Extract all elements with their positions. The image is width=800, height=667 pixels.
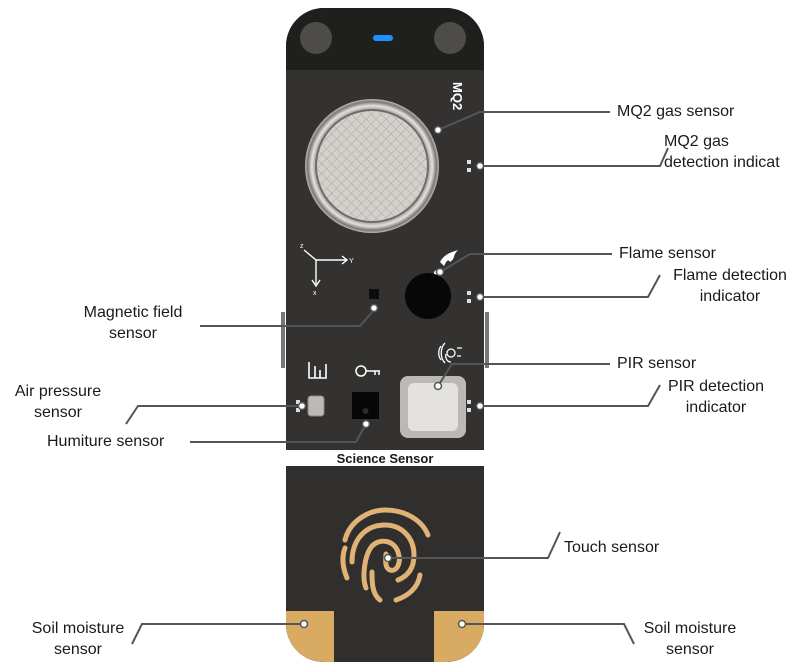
- side-slot-left: [281, 312, 285, 368]
- axis-icon: z Y x: [300, 243, 354, 297]
- humiture-chip: [352, 392, 379, 419]
- label-touch-sensor: Touch sensor: [564, 539, 660, 556]
- callout-lines: [125, 111, 669, 645]
- flame-sensor-lens: [405, 273, 451, 319]
- label-pir-sensor: PIR sensor: [617, 355, 697, 372]
- mq2-indicator-led: [467, 160, 471, 172]
- mq2-gas-sensor: [305, 99, 439, 233]
- side-slot-right: [485, 312, 489, 368]
- label-soil-moisture-right: Soil moisture sensor: [643, 620, 737, 658]
- label-humiture-sensor: Humiture sensor: [47, 433, 165, 450]
- label-air-pressure-sensor: Air pressure sensor: [14, 383, 102, 421]
- label-pir-indicator: PIR detection indicator: [667, 378, 765, 416]
- pir-indicator-led: [467, 400, 471, 412]
- label-mq2-gas-sensor: MQ2 gas sensor: [617, 103, 735, 120]
- status-led: [373, 35, 393, 41]
- soil-pad-left: [286, 611, 334, 662]
- svg-text:Y: Y: [349, 258, 354, 265]
- label-flame-sensor: Flame sensor: [619, 245, 716, 262]
- magnetic-field-chip: [369, 289, 379, 299]
- soil-pad-right: [434, 611, 484, 662]
- svg-text:x: x: [313, 290, 317, 297]
- label-mq2-gas-indicator: MQ2 gas detection indicat: [664, 133, 780, 171]
- svg-text:z: z: [300, 243, 304, 250]
- mount-hole-right: [434, 22, 466, 54]
- label-magnetic-field-sensor: Magnetic field sensor: [83, 304, 183, 342]
- air-pressure-indicator: [296, 400, 300, 412]
- humiture-icon: [355, 365, 380, 377]
- fingerprint-touch-icon: [340, 507, 431, 603]
- pir-icon: [438, 342, 462, 364]
- label-flame-indicator: Flame detection indicator: [673, 267, 787, 305]
- air-pressure-icon: [308, 362, 327, 379]
- label-soil-moisture-left: Soil moisture sensor: [31, 620, 125, 658]
- mq2-silkscreen-label: MQ2: [450, 82, 465, 110]
- flame-indicator-led: [467, 291, 471, 303]
- pir-sensor: [400, 376, 466, 438]
- board-title: Science Sensor: [337, 451, 434, 466]
- mount-hole-left: [300, 22, 332, 54]
- board-title-bar: [286, 450, 484, 466]
- air-pressure-chip: [307, 395, 325, 417]
